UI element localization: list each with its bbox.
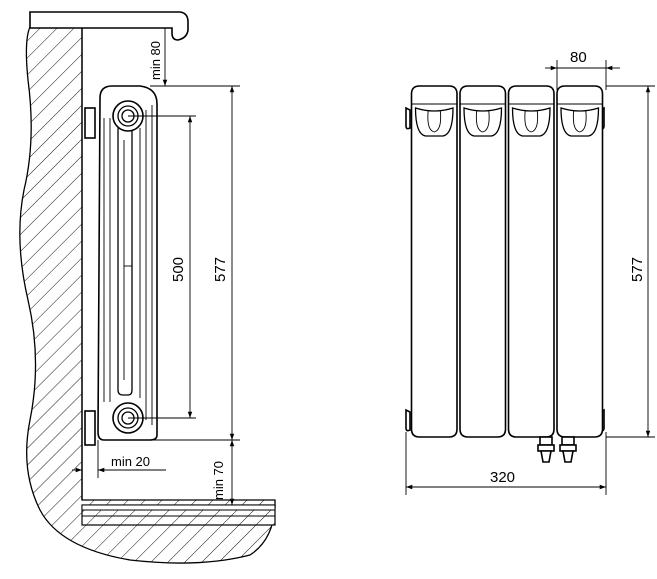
side-view: min 80 500 577 min 20 min 70 [19,11,276,564]
radiator-section-2 [459,85,507,438]
dim-min-70-label: min 70 [211,461,226,500]
dim-80: 80 [545,49,620,90]
dim-min-20-label: min 20 [111,454,150,469]
radiator-section-1 [410,85,458,438]
bottom-valves [537,436,577,463]
dim-577-front-label: 577 [629,257,646,282]
floor-slab [81,504,276,526]
dim-min-80-label: min 80 [148,41,163,80]
dim-320: 320 [405,432,607,495]
dim-min-20: min 20 [72,440,166,478]
dim-min-70: min 70 [211,440,235,505]
dim-min-80: min 80 [148,28,240,87]
front-view: 80 577 320 [405,49,655,495]
bracket-top [84,107,96,139]
bracket-bottom [84,410,96,446]
dim-320-label: 320 [490,469,515,486]
radiator-section-3 [507,85,555,438]
dim-577-side: 577 [150,86,240,441]
radiator-side-section [97,85,158,441]
dim-577-front: 577 [606,85,655,438]
radiator-section-4 [556,85,604,438]
dim-577-side-label: 577 [212,257,229,282]
window-sill [29,11,189,41]
dim-500: 500 [128,115,196,419]
radiator-front-sections [410,85,604,438]
dim-80-label: 80 [570,49,587,66]
dim-500-label: 500 [170,257,187,282]
